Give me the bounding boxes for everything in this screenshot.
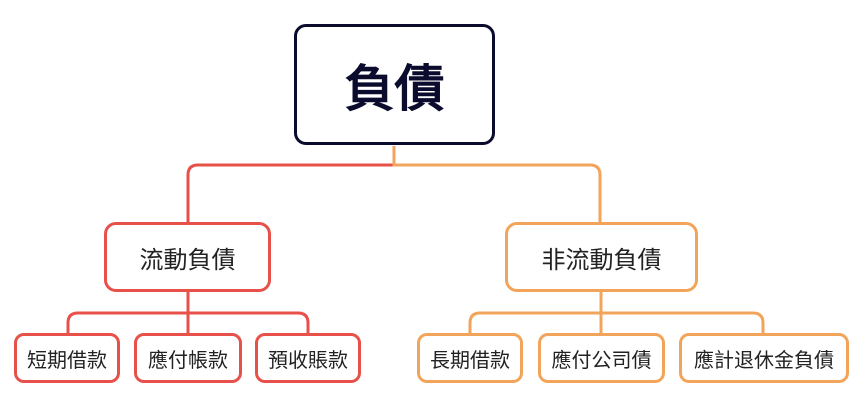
root-label: 負債 — [344, 59, 445, 118]
leaf-node: 預收賬款 — [255, 333, 361, 383]
noncurrent-liabilities-node: 非流動負債 — [505, 222, 698, 292]
leaf-node: 短期借款 — [14, 333, 120, 383]
connector-noncurrent-to-children — [468, 292, 765, 333]
leaf-label: 應付公司債 — [551, 347, 652, 372]
current-liabilities-label: 流動負債 — [139, 245, 236, 274]
leaf-label: 應計退休金負債 — [694, 347, 834, 372]
leaf-label: 短期借款 — [27, 347, 107, 372]
leaf-label: 預收賬款 — [268, 347, 348, 372]
noncurrent-liabilities-label: 非流動負債 — [541, 245, 662, 274]
root-node: 負債 — [294, 24, 495, 145]
connector-root-to-current — [186, 146, 396, 222]
leaf-label: 長期借款 — [430, 347, 510, 372]
leaf-node: 應付帳款 — [134, 333, 242, 383]
current-liabilities-node: 流動負債 — [104, 222, 271, 292]
leaf-node: 長期借款 — [417, 333, 523, 383]
leaf-node: 應計退休金負債 — [679, 333, 849, 383]
leaf-node: 應付公司債 — [538, 333, 665, 383]
leaf-label: 應付帳款 — [148, 347, 228, 372]
connector-current-to-children — [66, 292, 310, 333]
connector-root-to-noncurrent — [392, 146, 602, 222]
